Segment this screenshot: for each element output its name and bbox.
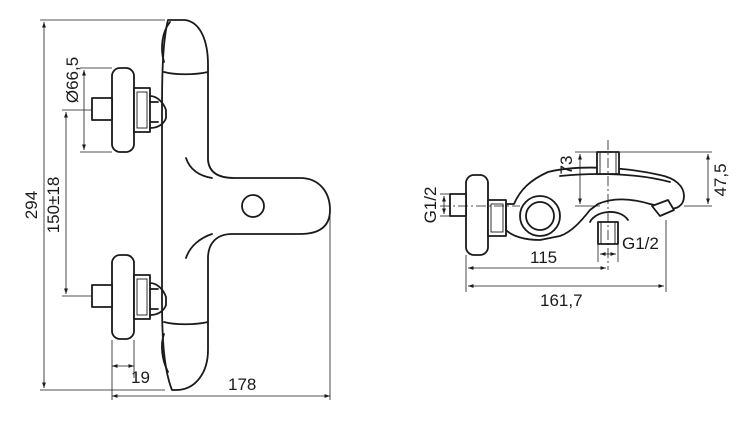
dim-label-115: 115 — [530, 248, 557, 267]
mixer-body — [161, 19, 331, 391]
dim-label-diameter: Ø66,5 — [63, 57, 82, 103]
dim-label-178: 178 — [228, 375, 256, 394]
dim-label-294: 294 — [22, 191, 41, 219]
side-view: G1/2 73 47,5 115 G1/2 161,7 — [421, 140, 730, 310]
dim-label-150: 150±18 — [44, 177, 63, 234]
dim-label-47-5: 47,5 — [711, 163, 730, 196]
side-body-spout — [505, 166, 685, 241]
dim-label-g12-left: G1/2 — [421, 187, 440, 224]
front-view: 294 150±18 Ø66,5 19 178 — [22, 19, 331, 400]
dim-label-g12-right: G1/2 — [622, 234, 659, 253]
dim-label-19: 19 — [131, 368, 150, 387]
lower-inlet — [91, 254, 167, 340]
dim-label-161-7: 161,7 — [540, 291, 583, 310]
handle-hole — [241, 194, 265, 218]
side-wall-plate — [465, 174, 489, 256]
dim-label-73: 73 — [557, 156, 576, 175]
upper-inlet — [91, 67, 167, 153]
